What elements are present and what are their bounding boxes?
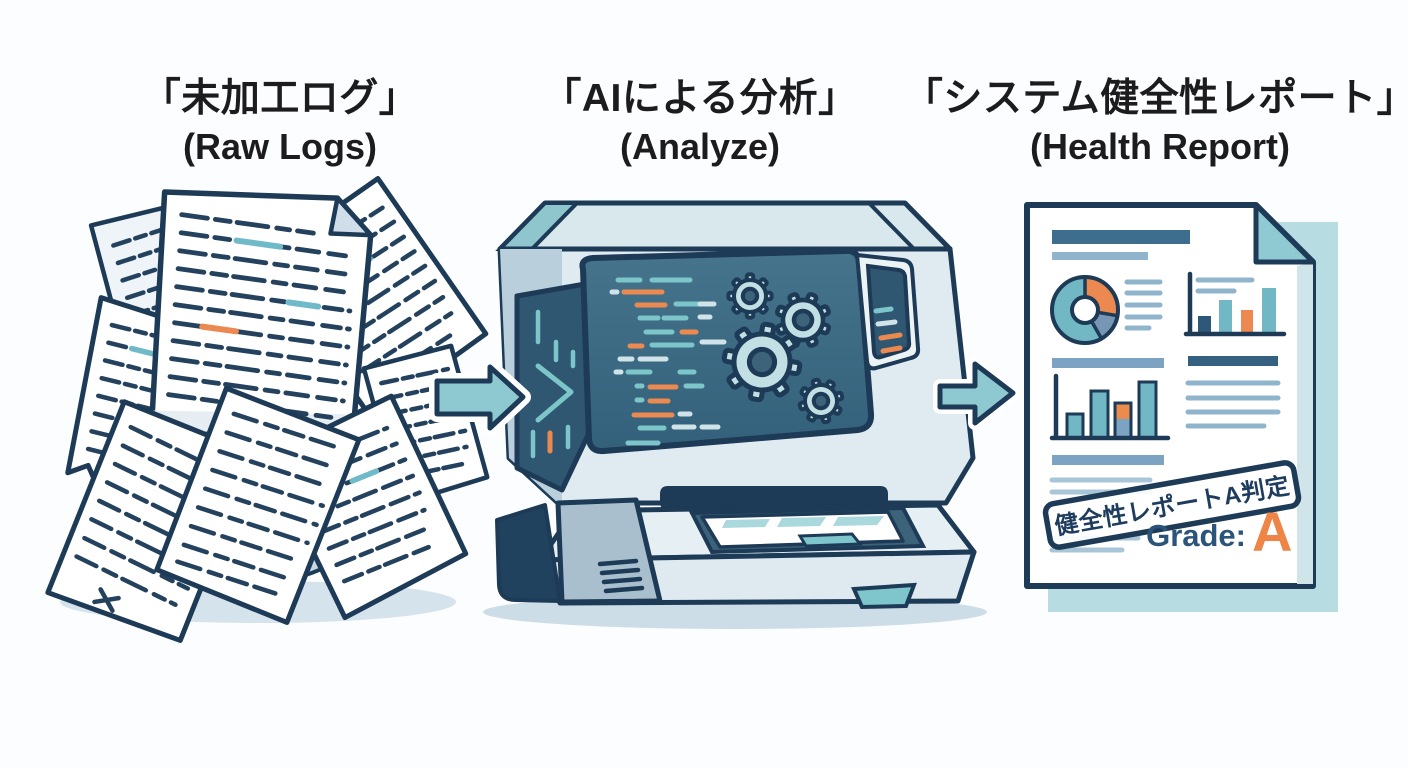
vent-lines bbox=[597, 558, 645, 594]
gear-icon bbox=[797, 377, 845, 425]
stage-title-raw-logs: 「未加工ログ」 (Raw Logs) bbox=[142, 74, 419, 170]
report-document-illustration: 健全性レポートA判定 Grade: A bbox=[1024, 202, 1338, 612]
stage-title-en: (Raw Logs) bbox=[182, 125, 377, 167]
printer-output-tray bbox=[495, 486, 977, 610]
report-text-lines bbox=[1185, 380, 1281, 429]
stage-title-analyze: 「AIによる分析」 (Analyze) bbox=[542, 74, 857, 170]
folded-corner bbox=[328, 195, 373, 238]
paper-sheet bbox=[154, 385, 362, 625]
section-bar bbox=[1052, 455, 1164, 465]
stage-title-health-report: 「システム健全性レポート」 (Health Report) bbox=[904, 74, 1408, 170]
gear-icon bbox=[774, 291, 832, 349]
bar-chart-icon bbox=[1183, 271, 1287, 337]
stage-title-ja: 「システム健全性レポート」 bbox=[903, 77, 1408, 120]
gear-icon bbox=[721, 321, 803, 403]
donut-chart-icon bbox=[1050, 275, 1120, 345]
folded-corner bbox=[1253, 202, 1316, 265]
report-title-bar bbox=[1052, 230, 1190, 244]
printer-slot bbox=[660, 486, 888, 510]
stage-title-en: (Health Report) bbox=[1030, 125, 1290, 167]
grade-label: Grade: bbox=[1146, 518, 1246, 553]
section-bar bbox=[1188, 356, 1278, 366]
printed-sheet bbox=[700, 510, 905, 549]
gear-icon bbox=[726, 272, 774, 320]
stage-title-ja: 「AIによる分析」 bbox=[542, 77, 858, 120]
flow-arrow-icon bbox=[933, 357, 1020, 430]
flow-arrow-icon bbox=[429, 359, 531, 436]
machine-screen bbox=[579, 247, 875, 455]
machine-status-panel bbox=[854, 252, 921, 371]
paper-pile-illustration bbox=[45, 176, 490, 643]
grade-value: A bbox=[1252, 500, 1292, 563]
section-bar bbox=[1052, 358, 1164, 368]
report-text-lines bbox=[1049, 477, 1153, 553]
bar-chart-icon bbox=[1049, 373, 1171, 441]
chevron-right-icon bbox=[535, 363, 574, 423]
report-text-lines bbox=[1124, 279, 1163, 331]
report-subtitle-bar bbox=[1052, 252, 1148, 260]
stage-title-en: (Analyze) bbox=[619, 125, 781, 167]
ai-machine-illustration bbox=[483, 200, 987, 629]
stage-title-ja: 「未加工ログ」 bbox=[141, 77, 419, 120]
code-lines bbox=[609, 277, 727, 446]
